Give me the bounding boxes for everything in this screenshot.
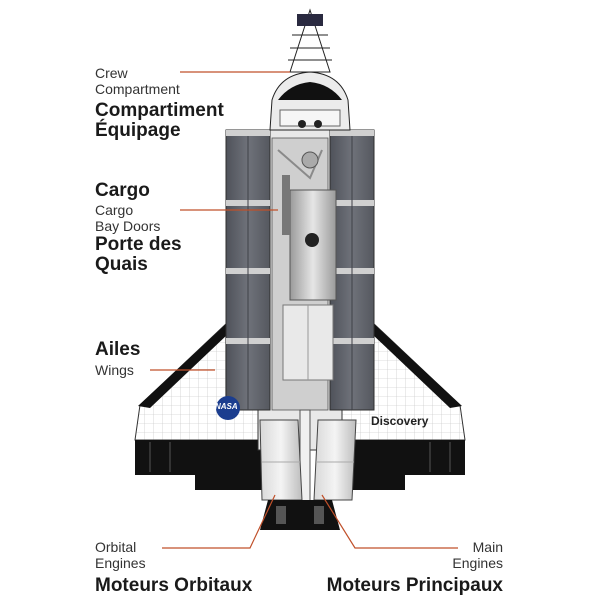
orbital-label-en-1: Orbital [95, 539, 137, 555]
cargo-bay [271, 137, 337, 411]
crew-label-fr-1: Compartiment [95, 100, 224, 121]
cargo-heading: Cargo [95, 180, 150, 201]
main-label-fr: Moteurs Principaux [326, 575, 503, 596]
cargo-label-en-2: Bay Doors [95, 218, 161, 234]
cargo-label-fr-1: Porte des [95, 234, 182, 255]
engines [259, 409, 357, 530]
orbital-label-en-2: Engines [95, 555, 146, 571]
crew-label-en-2: Compartment [95, 81, 180, 97]
main-label-en-2: Engines [452, 555, 503, 571]
leader-lines [150, 71, 458, 549]
right-cargo-door [329, 129, 375, 411]
nasa-logo-text: NASA [215, 402, 238, 411]
orbital-label-fr: Moteurs Orbitaux [95, 575, 253, 596]
shuttle-name: Discovery [371, 414, 429, 428]
main-label-en-1: Main [472, 539, 503, 555]
cargo-label-en-1: Cargo [95, 202, 134, 218]
crew-compartment [269, 8, 351, 131]
nasa-logo [216, 396, 240, 420]
left-cargo-door [225, 129, 271, 411]
cargo-label-fr-2: Quais [95, 254, 148, 275]
crew-label-fr-2: Équipage [95, 120, 181, 141]
crew-label-en-1: Crew [95, 65, 128, 81]
wings-label-en: Wings [95, 362, 134, 378]
wings-label-fr: Ailes [95, 339, 141, 360]
